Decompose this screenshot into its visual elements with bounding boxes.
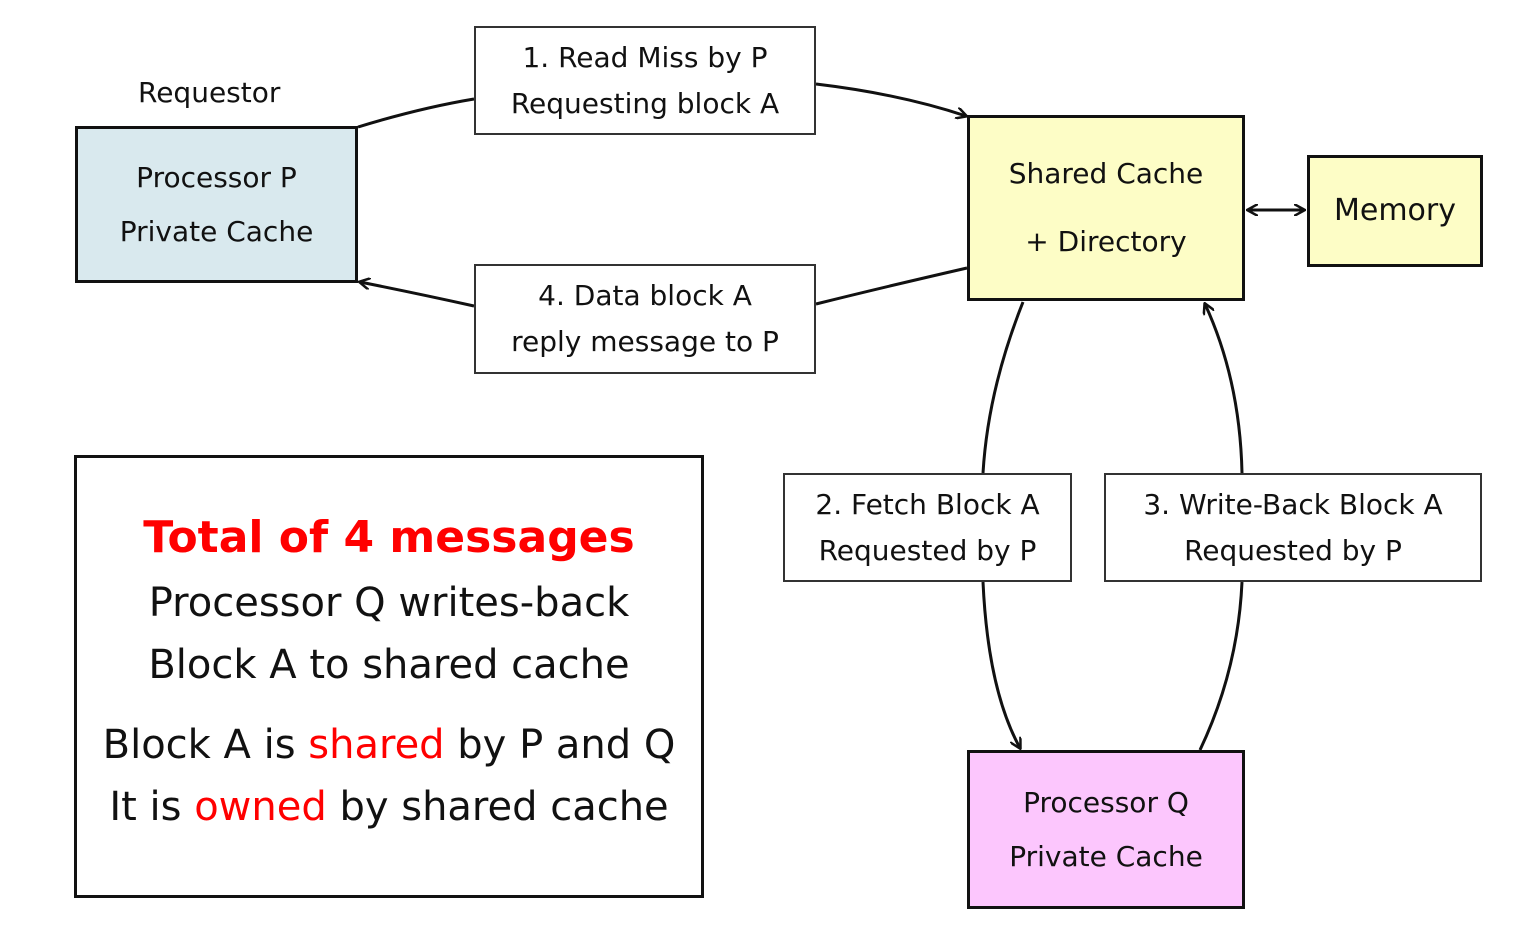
shared-cache-title: Shared Cache	[1008, 157, 1204, 190]
summary-line-3-post: by P and Q	[444, 722, 676, 768]
message-read-miss-line2: Requesting block A	[510, 86, 780, 120]
summary-box: Total of 4 messages Processor Q writes-b…	[74, 455, 704, 898]
processor-q-subtitle: Private Cache	[1009, 839, 1203, 873]
message-fetch-line2: Requested by P	[818, 533, 1037, 567]
processor-p-subtitle: Private Cache	[119, 214, 314, 248]
message-write-back: 3. Write-Back Block A Requested by P	[1104, 473, 1482, 582]
summary-line-3-pre: Block A is	[102, 722, 309, 768]
summary-highlight-shared: shared	[308, 722, 445, 768]
message-read-miss: 1. Read Miss by P Requesting block A	[474, 26, 816, 135]
requestor-label: Requestor	[138, 76, 281, 109]
message-write-back-line1: 3. Write-Back Block A	[1143, 487, 1443, 521]
processor-p-box: Processor P Private Cache	[75, 126, 358, 283]
arrow-read-miss-in	[357, 97, 475, 129]
arrow-writeback-in	[1198, 581, 1244, 751]
summary-highlight-owned: owned	[194, 784, 327, 830]
message-data-reply-line1: 4. Data block A	[538, 279, 752, 312]
message-fetch-line1: 2. Fetch Block A	[815, 487, 1040, 521]
processor-q-box: Processor Q Private Cache	[967, 750, 1245, 909]
message-data-reply: 4. Data block A reply message to P	[474, 264, 816, 374]
summary-line-4-pre: It is	[109, 784, 195, 830]
arrow-fetch-out	[981, 581, 1020, 748]
memory-label: Memory	[1333, 193, 1456, 228]
arrow-fetch-in	[981, 301, 1025, 474]
summary-title: Total of 4 messages	[143, 512, 635, 563]
processor-q-title: Processor Q	[1023, 785, 1189, 819]
shared-cache-box: Shared Cache + Directory	[967, 115, 1245, 301]
summary-line-2: Block A to shared cache	[148, 642, 630, 688]
summary-line-4: It is owned by shared cache	[109, 776, 668, 838]
arrow-data-reply-in	[815, 266, 968, 306]
message-read-miss-line1: 1. Read Miss by P	[522, 40, 768, 74]
processor-p-title: Processor P	[136, 160, 297, 194]
shared-cache-subtitle: + Directory	[1025, 225, 1187, 258]
arrow-data-reply-out	[360, 282, 475, 308]
memory-box: Memory	[1307, 155, 1483, 267]
message-write-back-line2: Requested by P	[1184, 533, 1402, 567]
summary-line-1: Processor Q writes-back	[148, 580, 630, 626]
summary-line-3: Block A is shared by P and Q	[103, 714, 676, 776]
arrow-writeback-out	[1205, 304, 1244, 474]
summary-line-4-post: by shared cache	[326, 784, 669, 830]
arrow-read-miss-out	[815, 82, 966, 116]
message-fetch: 2. Fetch Block A Requested by P	[783, 473, 1072, 582]
message-data-reply-line2: reply message to P	[511, 325, 779, 358]
